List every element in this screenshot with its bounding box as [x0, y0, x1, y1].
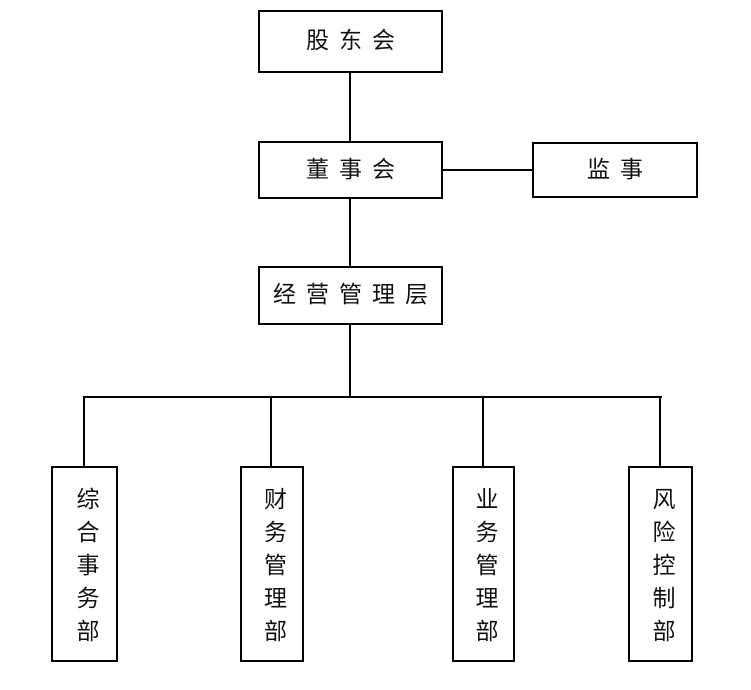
connector-shareholders-to-board: [349, 73, 351, 141]
node-shareholders-label: 股东会: [306, 28, 405, 54]
node-financial-management-label: 财务管理部: [259, 486, 286, 652]
connector-drop-general-affairs: [83, 396, 85, 466]
node-business-management-dept: 业务管理部: [452, 466, 515, 662]
node-supervisor: 监事: [532, 142, 698, 198]
node-risk-control-dept: 风险控制部: [628, 466, 693, 662]
node-shareholders-meeting: 股东会: [258, 10, 443, 73]
connector-board-to-management: [349, 199, 351, 266]
connector-management-to-branch-bar: [349, 325, 351, 397]
node-risk-control-label: 风险控制部: [648, 486, 674, 652]
node-board-of-directors: 董事会: [258, 141, 443, 199]
node-board-label: 董事会: [306, 156, 405, 183]
node-financial-management-dept: 财务管理部: [240, 466, 304, 662]
connector-board-to-supervisor: [443, 169, 532, 171]
node-general-affairs-dept: 综合事务部: [51, 466, 118, 662]
node-management-layer: 经营管理层: [258, 266, 443, 325]
node-supervisor-label: 监事: [587, 156, 653, 183]
connector-branch-bar: [84, 396, 662, 398]
connector-drop-financial-management: [270, 396, 272, 466]
node-general-affairs-label: 综合事务部: [72, 486, 98, 652]
connector-drop-business-management: [482, 396, 484, 466]
node-business-management-label: 业务管理部: [471, 486, 497, 652]
connector-drop-risk-control: [659, 396, 661, 466]
node-management-label: 经营管理层: [273, 282, 438, 308]
